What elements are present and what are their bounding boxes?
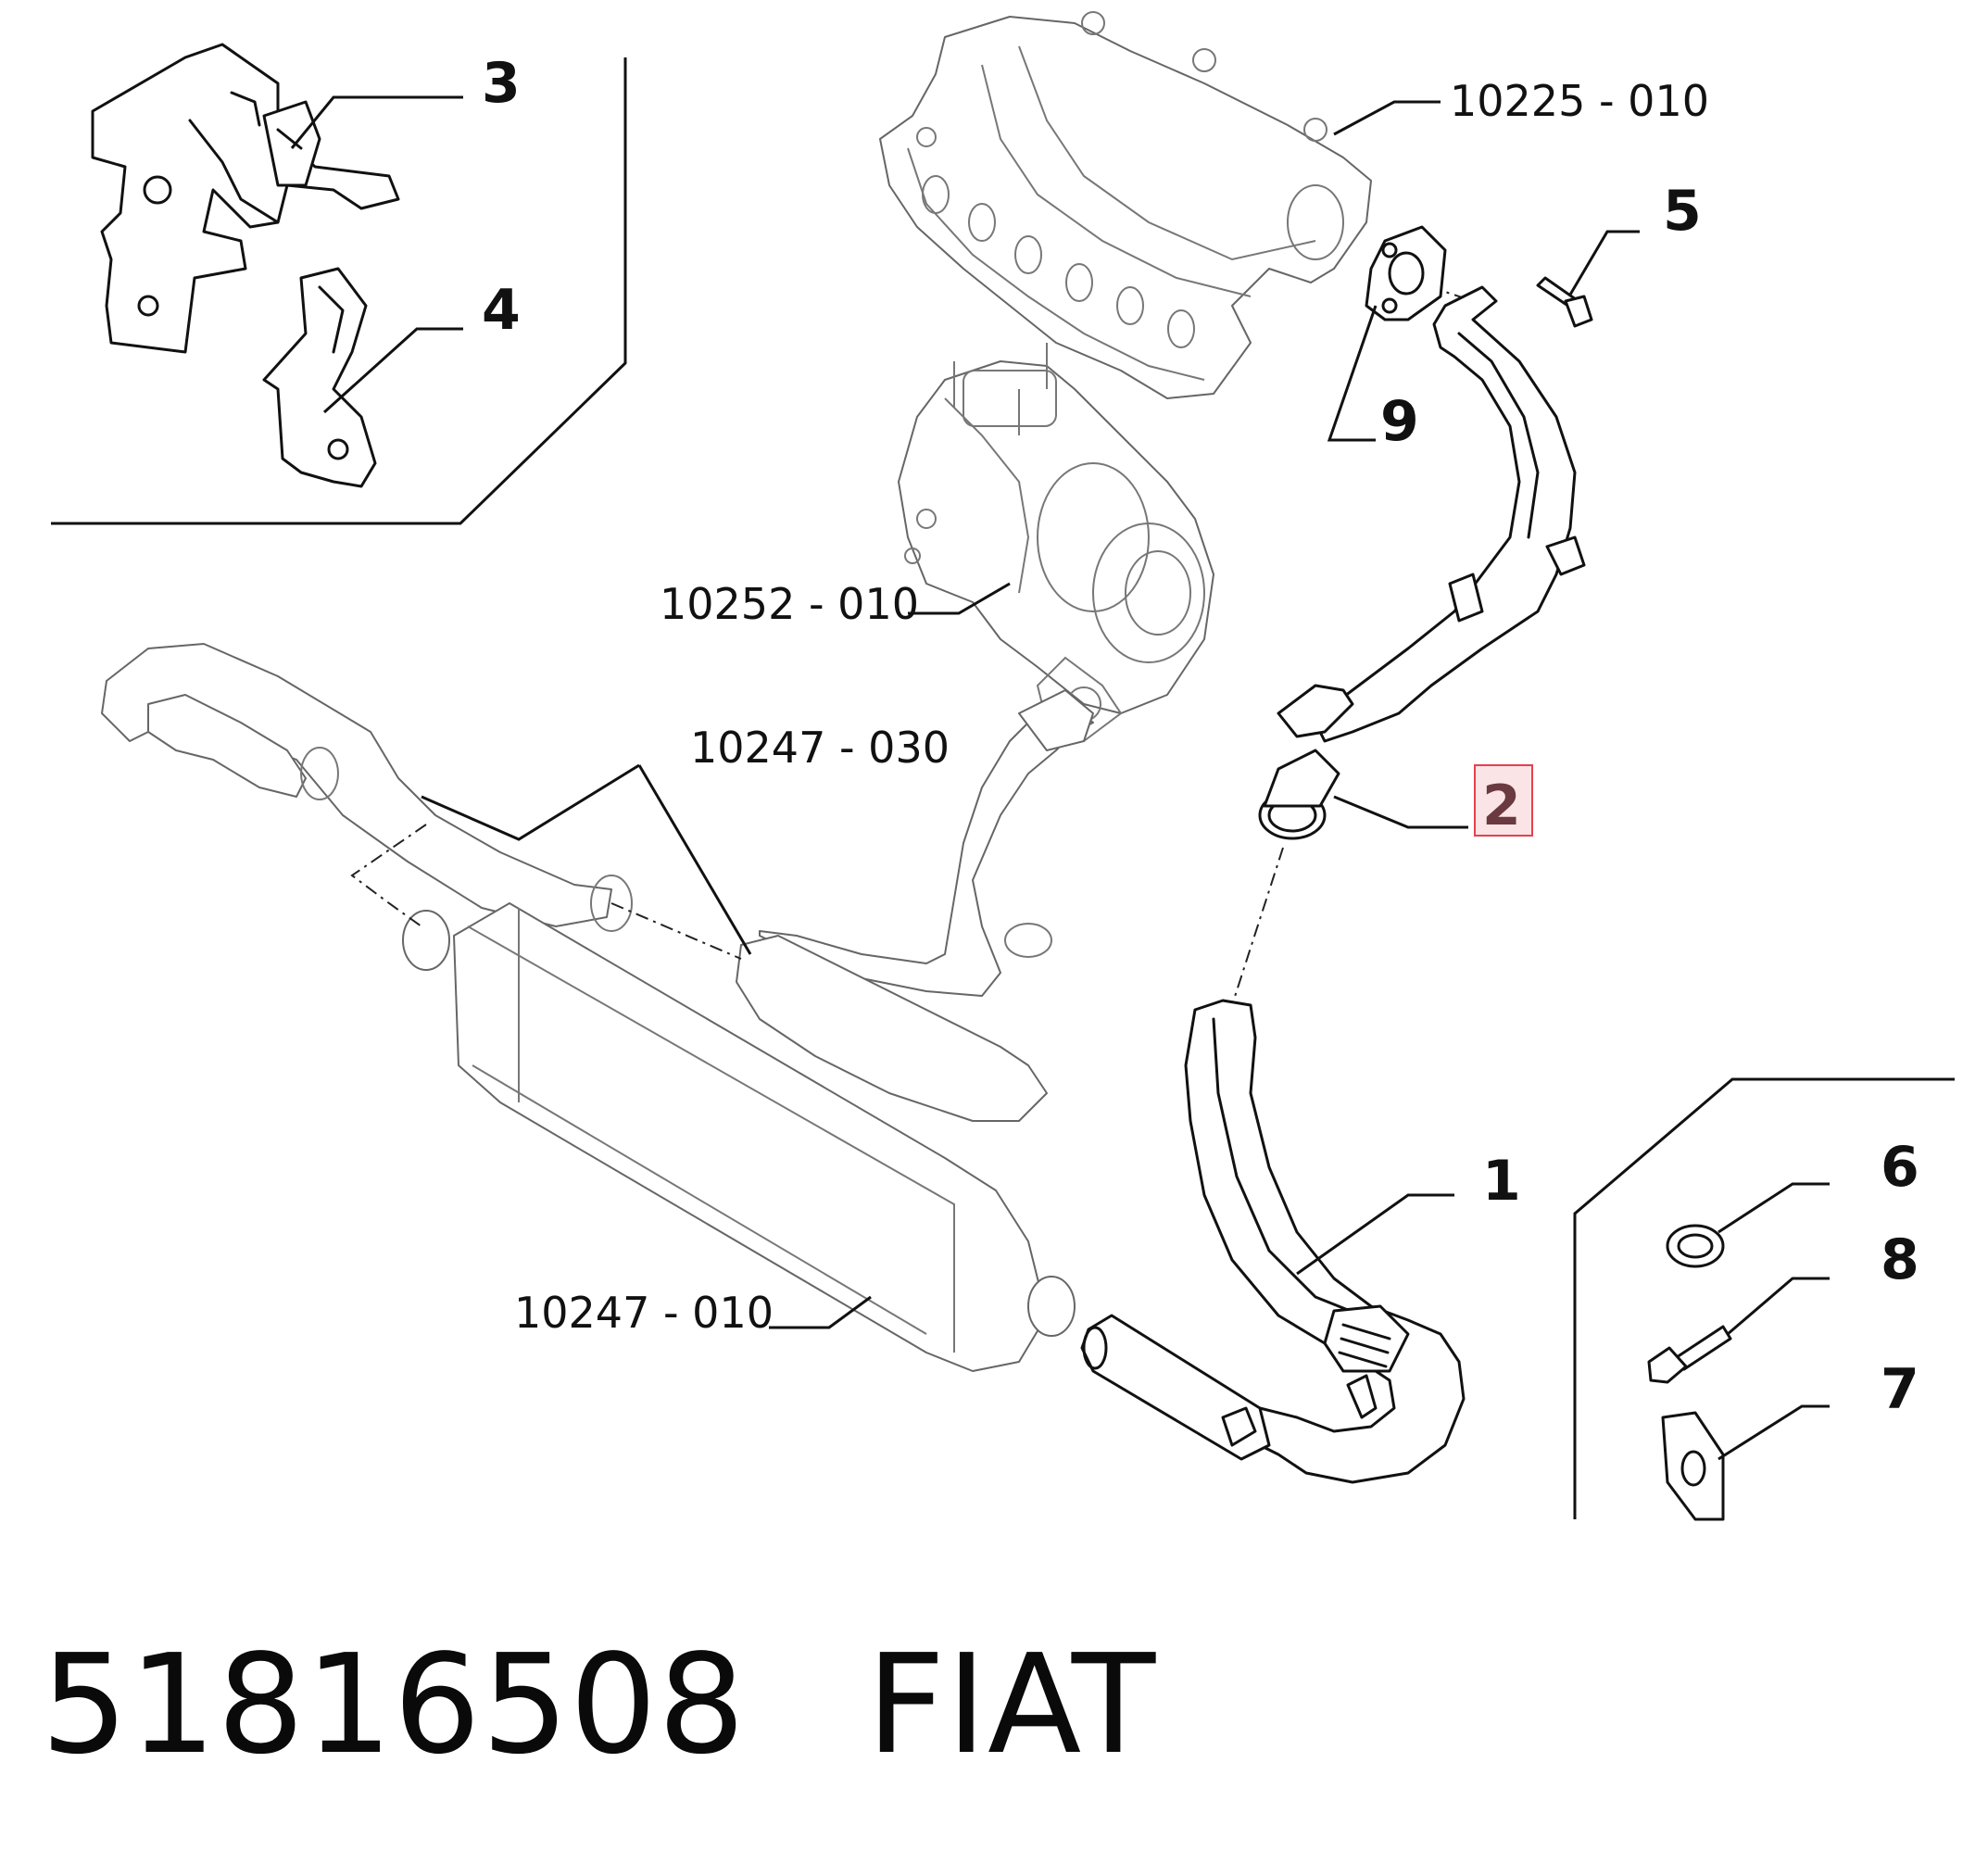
part-1-hose[interactable] xyxy=(1080,999,1466,1484)
reference-labels: 10225 - 010 10252 - 010 10247 - 030 1024… xyxy=(514,76,1709,1338)
leader-lines xyxy=(290,95,1830,1461)
part-9-gasket[interactable] xyxy=(1365,225,1447,321)
exploded-parts-diagram: .ln { fill: none; stroke: #111; stroke-w… xyxy=(51,11,1955,1521)
callout-9[interactable]: 9 xyxy=(1380,389,1419,454)
part-4-bracket[interactable] xyxy=(262,267,377,488)
callout-3[interactable]: 3 xyxy=(482,51,521,116)
part-2-pipe[interactable] xyxy=(1258,285,1586,840)
turbocharger xyxy=(898,343,1214,743)
callout-2-highlight[interactable]: 2 xyxy=(1474,764,1533,838)
brand-name: FIAT xyxy=(866,1625,1157,1784)
part-6-clamp[interactable] xyxy=(1666,1224,1725,1268)
part-3-bracket[interactable] xyxy=(91,43,400,354)
selected-callout-box xyxy=(1474,764,1533,837)
intake-manifold xyxy=(879,11,1372,399)
bracket-inset-frame xyxy=(51,57,627,525)
fastener-inset-frame xyxy=(1573,1077,1955,1519)
callout-5[interactable]: 5 xyxy=(1663,179,1702,244)
callout-2[interactable]: 2 xyxy=(1482,774,1521,838)
part-5-bolt[interactable] xyxy=(1536,276,1593,328)
ref-10252-010[interactable]: 10252 - 010 xyxy=(660,579,919,629)
part-number: 51816508 xyxy=(41,1625,747,1784)
callout-labels: 3 4 5 9 2 1 6 8 7 xyxy=(482,51,1919,1422)
callout-1[interactable]: 1 xyxy=(1482,1149,1521,1214)
ref-10247-030[interactable]: 10247 - 030 xyxy=(690,723,950,773)
callout-4[interactable]: 4 xyxy=(482,278,521,343)
callout-6[interactable]: 6 xyxy=(1881,1135,1919,1200)
callout-7[interactable]: 7 xyxy=(1881,1357,1919,1422)
ref-10247-010[interactable]: 10247 - 010 xyxy=(514,1288,774,1338)
callout-8[interactable]: 8 xyxy=(1881,1227,1919,1292)
ref-10225-010[interactable]: 10225 - 010 xyxy=(1450,76,1709,126)
intercooler xyxy=(402,902,1076,1372)
intercooler-inlet-pipe xyxy=(101,643,1094,1122)
part-8-bolt[interactable] xyxy=(1647,1325,1732,1384)
part-7-clip[interactable] xyxy=(1661,1411,1725,1521)
